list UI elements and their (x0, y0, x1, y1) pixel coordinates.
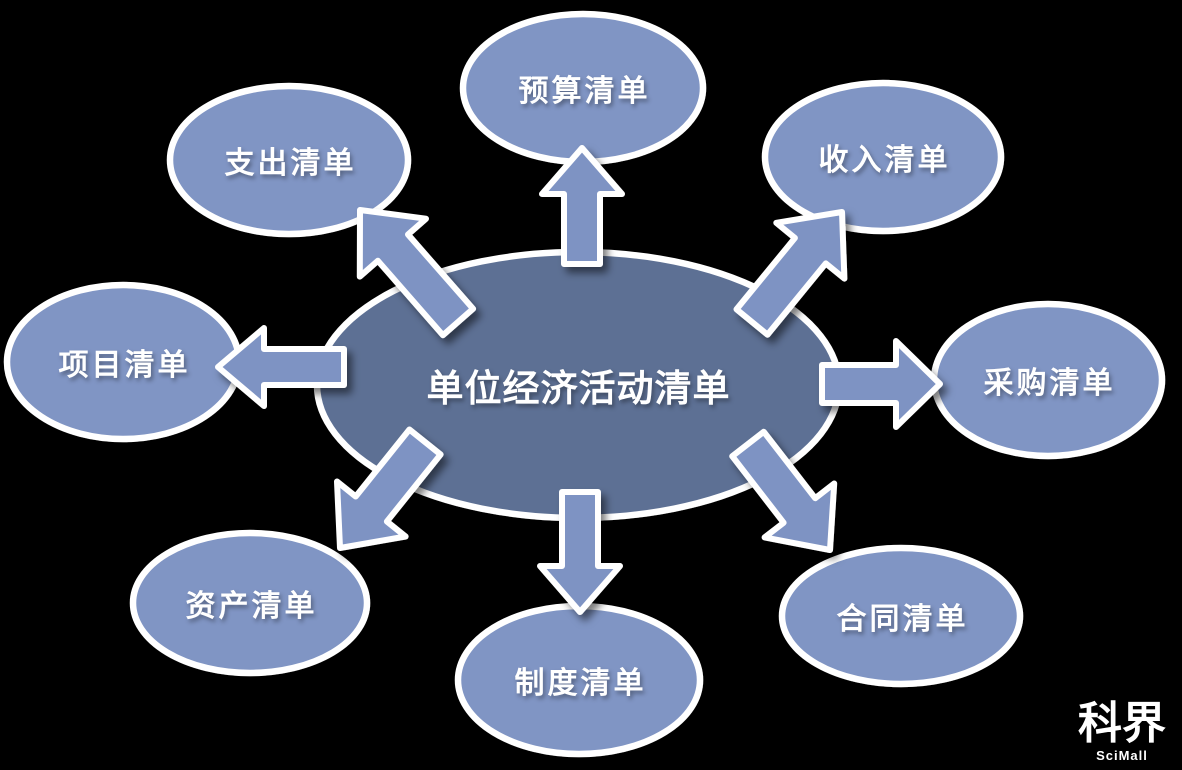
node-ellipse-asset (129, 529, 371, 677)
arrow-bottom-left (334, 426, 444, 551)
node-ellipse-procurement (930, 300, 1166, 460)
arrow-bottom-right (729, 428, 838, 553)
node-ellipse-budget (459, 10, 707, 166)
arrow-left (215, 325, 347, 409)
node-ellipse-contract (778, 544, 1024, 688)
ellipse-layer (3, 10, 1166, 758)
node-ellipse-project (3, 281, 243, 443)
node-ellipse-income (761, 79, 1005, 235)
node-ellipse-expenditure (166, 82, 412, 238)
arrow-top-right (733, 209, 848, 338)
scimall-watermark: 科界 SciMall (1078, 698, 1166, 763)
arrow-right (819, 338, 943, 430)
arrow-bottom (537, 489, 623, 615)
scimall-logo-text: 科界 (1078, 698, 1166, 749)
arrow-top (539, 145, 625, 267)
arrow-top-left (356, 207, 477, 339)
scimall-subtitle: SciMall (1096, 748, 1148, 763)
arrow-layer (215, 145, 943, 615)
node-ellipse-regulation (454, 602, 704, 758)
